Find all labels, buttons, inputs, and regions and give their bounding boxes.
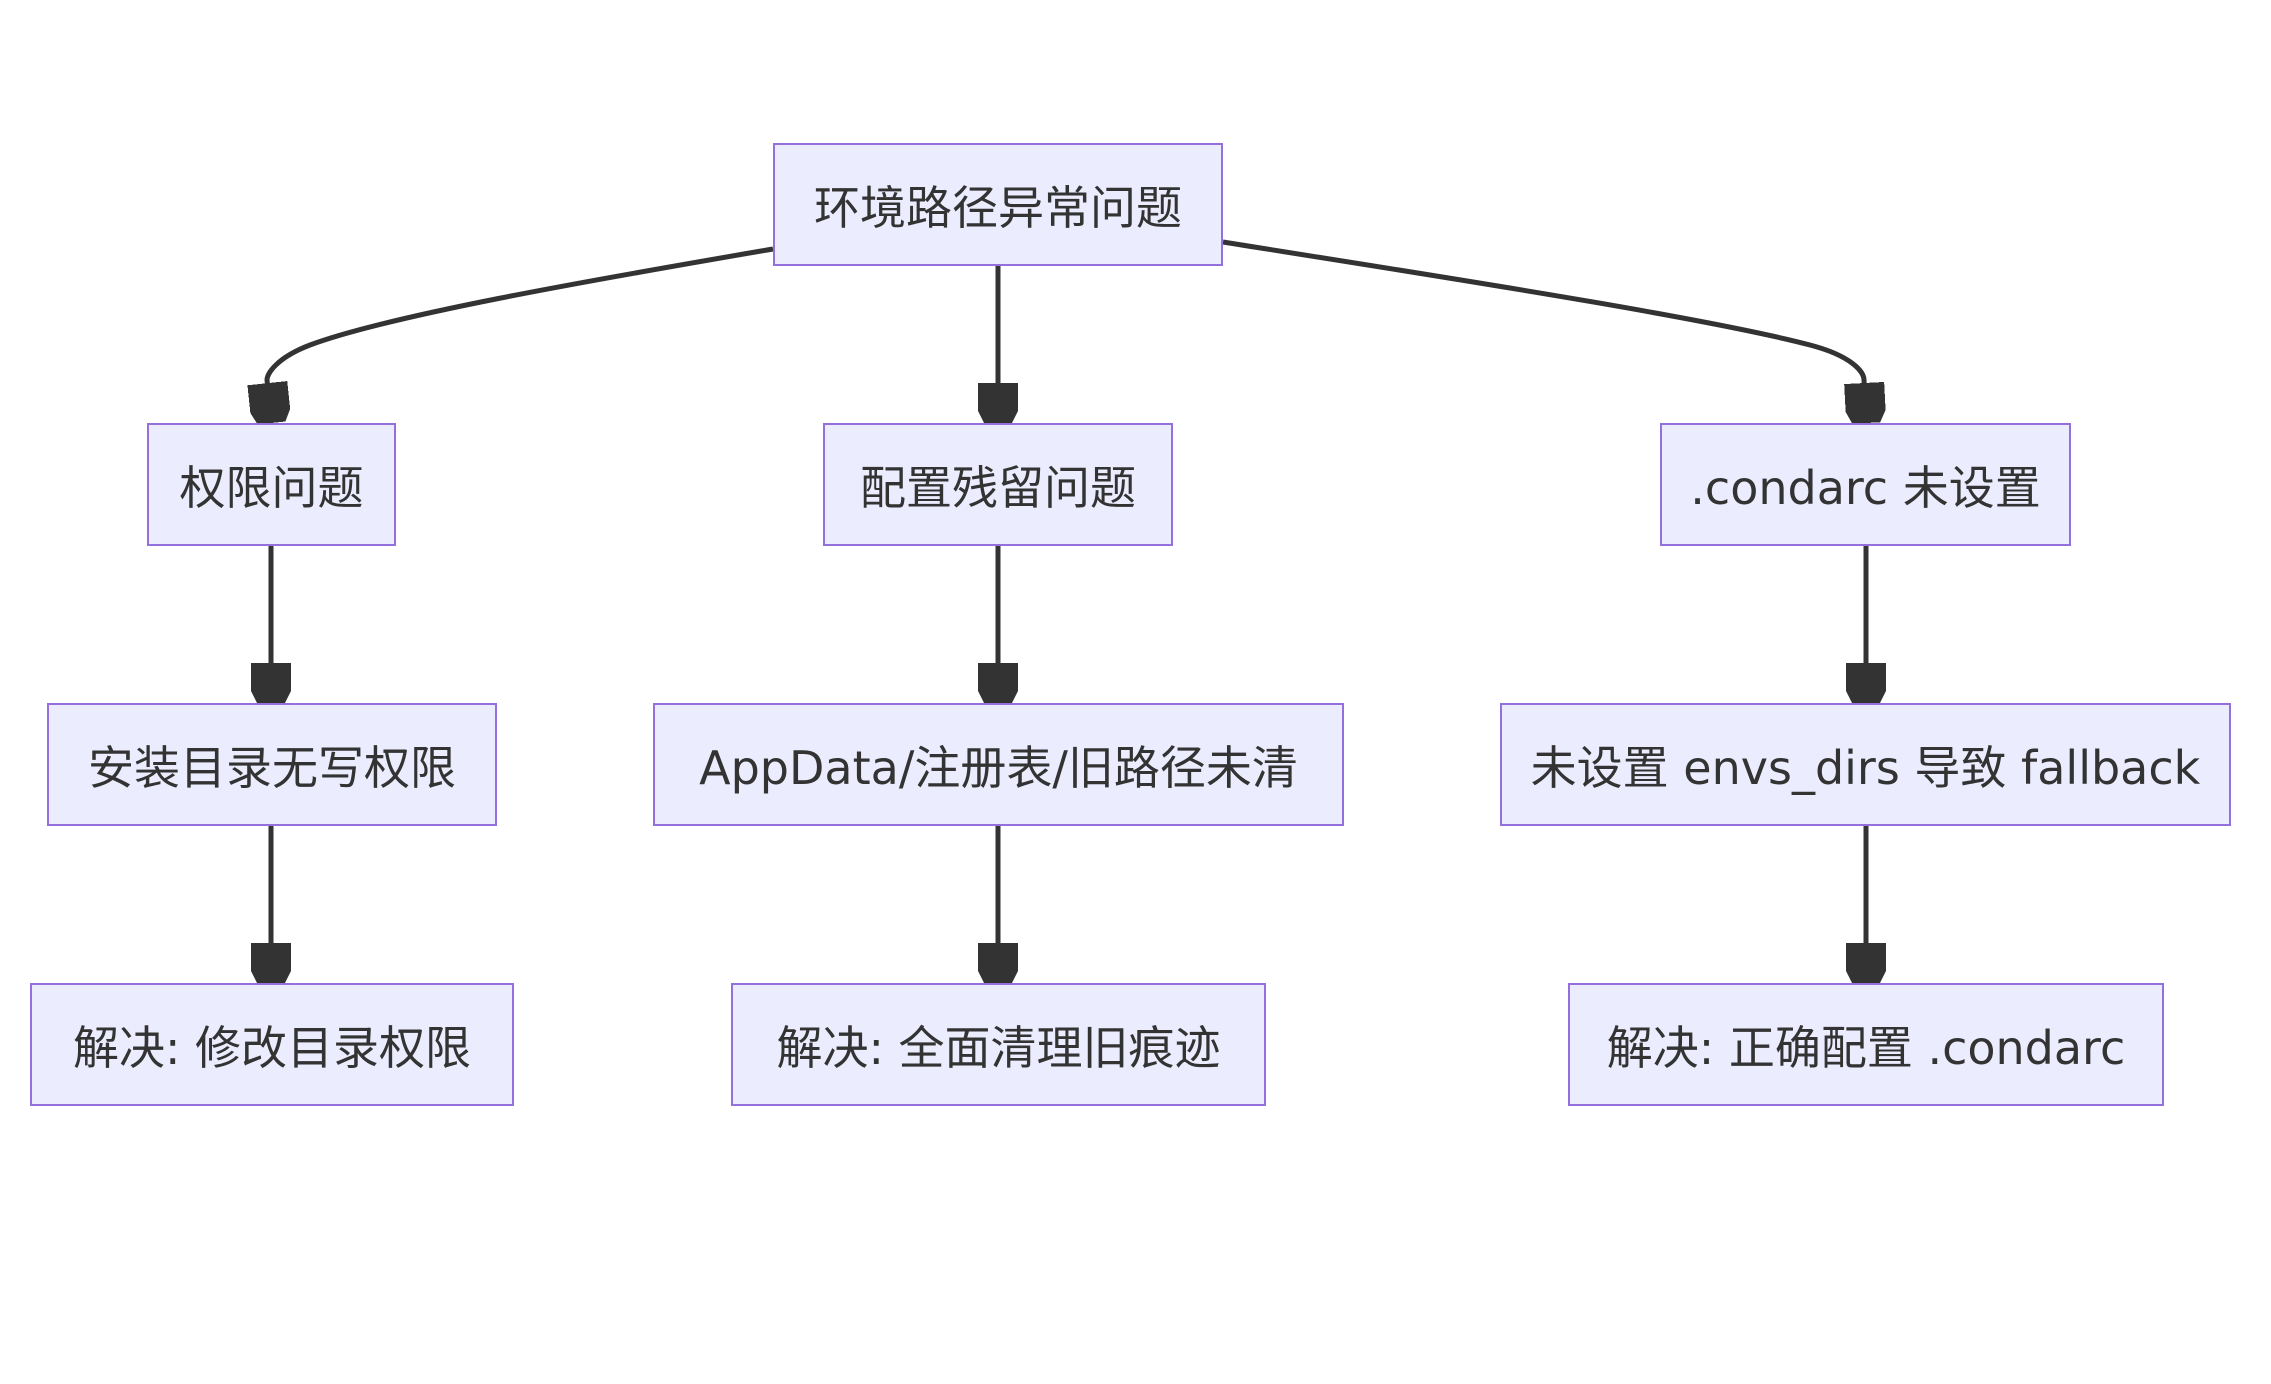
node-permission-issue-label: 权限问题 bbox=[179, 460, 364, 515]
node-old-paths-uncleared: AppData/注册表/旧路径未清 bbox=[653, 703, 1344, 826]
node-no-write-permission-label: 安装目录无写权限 bbox=[88, 740, 456, 795]
node-no-write-permission: 安装目录无写权限 bbox=[47, 703, 497, 826]
node-config-residue-issue: 配置残留问题 bbox=[823, 423, 1173, 546]
node-envs-dirs-fallback: 未设置 envs_dirs 导致 fallback bbox=[1500, 703, 2231, 826]
edge-root-to-condarc-unset bbox=[1222, 239, 1866, 418]
node-fix-permissions: 解决: 修改目录权限 bbox=[30, 983, 514, 1106]
node-config-residue-issue-label: 配置残留问题 bbox=[860, 460, 1136, 515]
node-root: 环境路径异常问题 bbox=[773, 143, 1223, 266]
node-fix-permissions-label: 解决: 修改目录权限 bbox=[72, 1020, 472, 1075]
node-fix-condarc: 解决: 正确配置 .condarc bbox=[1568, 983, 2164, 1106]
node-fix-condarc-label: 解决: 正确配置 .condarc bbox=[1606, 1020, 2126, 1075]
edge-root-to-permission-issue bbox=[267, 246, 774, 418]
node-condarc-unset: .condarc 未设置 bbox=[1660, 423, 2071, 546]
node-permission-issue: 权限问题 bbox=[147, 423, 396, 546]
node-old-paths-uncleared-label: AppData/注册表/旧路径未清 bbox=[699, 740, 1298, 795]
node-fix-cleanup-label: 解决: 全面清理旧痕迹 bbox=[776, 1020, 1221, 1075]
node-envs-dirs-fallback-label: 未设置 envs_dirs 导致 fallback bbox=[1530, 740, 2201, 795]
node-condarc-unset-label: .condarc 未设置 bbox=[1690, 460, 2041, 515]
node-fix-cleanup: 解决: 全面清理旧痕迹 bbox=[731, 983, 1266, 1106]
node-root-label: 环境路径异常问题 bbox=[814, 180, 1182, 235]
